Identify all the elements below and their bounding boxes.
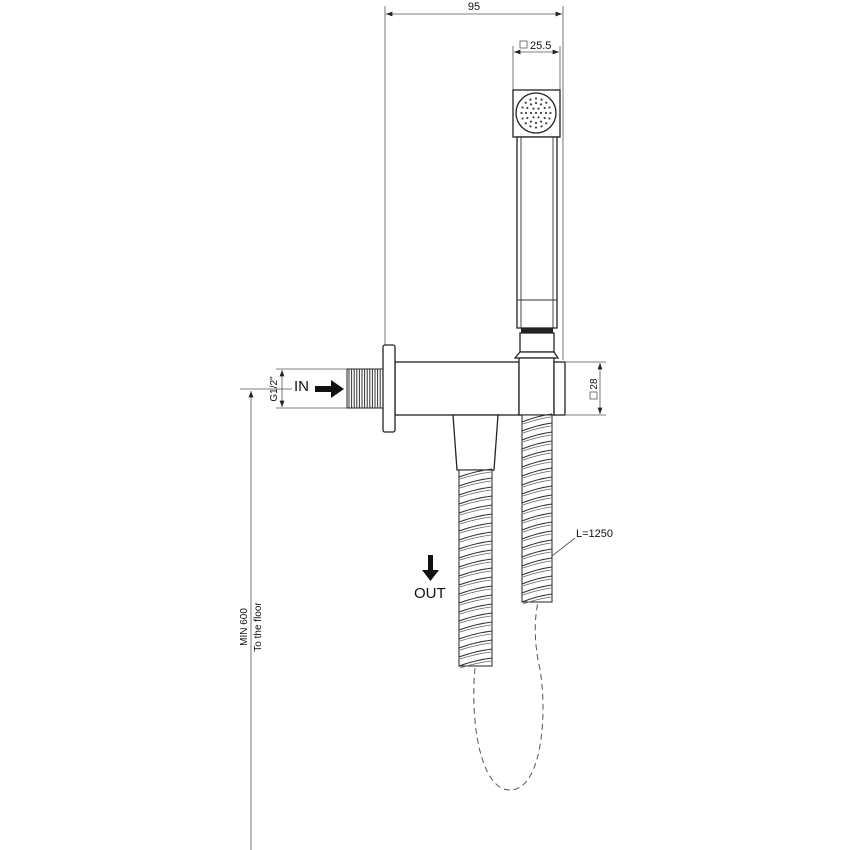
dimension-overall-width: 95 [384, 1, 564, 360]
square-dimension-icon [589, 391, 598, 400]
nozzle-dot [543, 106, 546, 110]
nozzle-dot [534, 121, 538, 125]
nozzle-dot [526, 116, 529, 120]
nozzle-dot [529, 111, 533, 115]
overall-width-label: 95 [468, 1, 480, 13]
hose-length-label: L=1250 [576, 528, 613, 540]
nozzle-dot [521, 117, 524, 120]
nozzle-dot [532, 107, 535, 110]
nozzle-dot [526, 106, 529, 110]
outlet-label: OUT [414, 585, 446, 602]
body-size-label: 28 [589, 378, 600, 390]
nozzle-dot [539, 111, 543, 115]
nozzle-dot [539, 120, 543, 123]
nozzle-dot [529, 98, 532, 101]
shower-hose [521, 413, 553, 605]
nozzle-dot [524, 111, 528, 115]
nozzle-dot [534, 111, 538, 115]
hose-length-leader [551, 537, 576, 557]
nozzle-dot [529, 125, 532, 128]
nozzle-dot [548, 106, 551, 109]
head-size-label: 25.5 [530, 40, 551, 52]
nozzle-dot [534, 126, 538, 129]
nozzle-dot [545, 122, 548, 125]
shower-handle [513, 136, 560, 359]
nozzle-dot [529, 120, 533, 123]
shower-head [512, 89, 561, 138]
dimension-head-size: 25.5 [512, 40, 561, 90]
arrow-right-icon [315, 380, 344, 398]
nozzle-dot [544, 111, 548, 115]
nozzle-dot [537, 116, 540, 119]
nozzle-dot [540, 125, 543, 128]
inlet-label: IN [294, 378, 309, 395]
inlet-thread [346, 368, 384, 409]
square-dimension-icon [519, 40, 528, 49]
nozzle-dot [521, 106, 524, 109]
outlet-nozzle [452, 414, 499, 471]
nozzle-dot [520, 111, 523, 115]
dimension-min-height: MIN 600 To the floor [239, 388, 292, 850]
nozzle-dot [548, 117, 551, 120]
nozzle-dot [537, 107, 540, 110]
nozzle-dot [543, 116, 546, 120]
nozzle-dot [524, 122, 527, 125]
nozzle-dot [549, 111, 552, 115]
arrow-down-icon [422, 555, 439, 581]
nozzle-dot [534, 101, 538, 105]
outlet-hose [458, 468, 493, 669]
dimension-body-size: 28 [566, 361, 606, 416]
nozzle-dot [534, 97, 538, 100]
min-height-note: To the floor [253, 602, 264, 652]
nozzle-dot [529, 103, 533, 106]
nozzle-dot [540, 98, 543, 101]
wall-outlet-body [346, 344, 566, 471]
nozzle-dot [539, 103, 543, 106]
min-height-label: MIN 600 [239, 608, 250, 646]
wall-flange [382, 344, 396, 433]
nozzle-dot [532, 116, 535, 119]
hose-continuation-dashed [473, 601, 544, 791]
nozzle-dot [545, 101, 548, 104]
nozzle-dot [524, 101, 527, 104]
